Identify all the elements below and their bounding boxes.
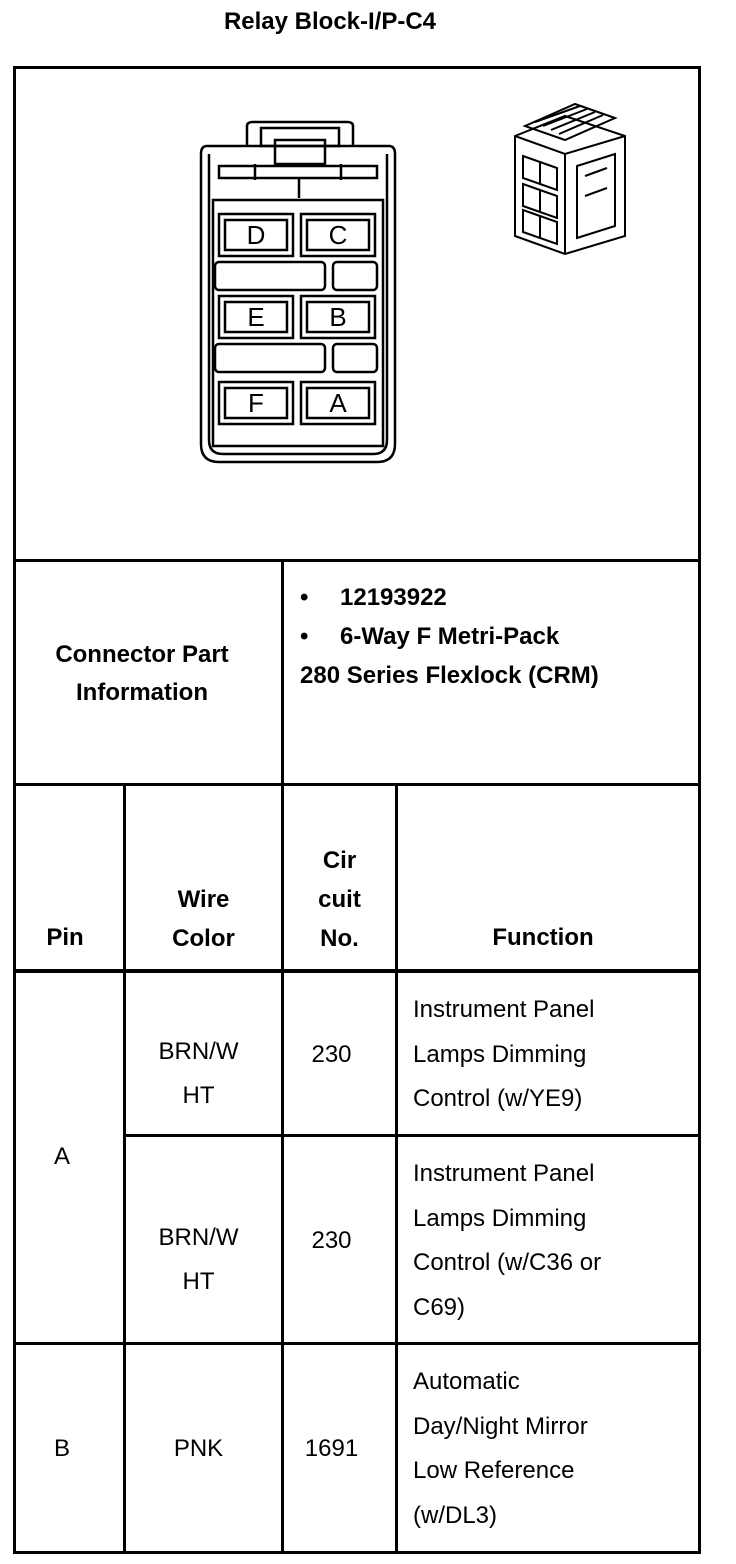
cavity-label: D: [247, 220, 266, 250]
cell-circuit: 230: [311, 1041, 352, 1068]
bullet-icon: •: [300, 623, 309, 650]
cell-pin: B: [53, 1435, 70, 1462]
cavity-label: A: [329, 388, 347, 418]
cell-circuit: 230: [311, 1227, 352, 1254]
column-divider: [395, 783, 398, 1554]
header-circuit-no: Cir cuit No.: [318, 847, 361, 952]
divider: [13, 1342, 701, 1345]
header-function: Function: [492, 924, 594, 951]
list-item: • 6-Way F Metri-Pack: [300, 617, 690, 656]
connector-part-info-label: Connector Part Information: [55, 641, 229, 706]
cavity-label: C: [329, 220, 348, 250]
column-divider: [123, 783, 126, 1554]
divider: [13, 559, 701, 562]
cell-wire-color: PNK: [173, 1435, 224, 1462]
bullet-icon: •: [300, 584, 309, 611]
column-divider: [281, 559, 284, 1554]
part-number: 12193922: [340, 584, 447, 611]
connector-face-diagram: D C E B F A: [199, 120, 397, 464]
cavity-label: B: [329, 302, 346, 332]
list-item: • 12193922: [300, 578, 690, 617]
connector-series: 280 Series Flexlock (CRM): [300, 662, 599, 689]
connector-table-frame: [13, 66, 701, 1554]
header-pin: Pin: [46, 924, 84, 951]
cell-circuit: 1691: [304, 1435, 359, 1462]
connector-type: 6-Way F Metri-Pack: [340, 623, 560, 650]
header-wire-color: Wire Color: [172, 886, 235, 952]
cavity-label: E: [247, 302, 264, 332]
cell-pin: A: [53, 1143, 70, 1170]
connector-isometric-diagram: [514, 102, 626, 256]
divider: [13, 783, 701, 786]
divider: [13, 969, 701, 973]
page-title: Relay Block-I/P-C4: [223, 8, 437, 35]
cavity-label: F: [248, 388, 264, 418]
divider: [124, 1134, 701, 1137]
connector-part-info-list: • 12193922 • 6-Way F Metri-Pack 280 Series…: [300, 578, 690, 695]
